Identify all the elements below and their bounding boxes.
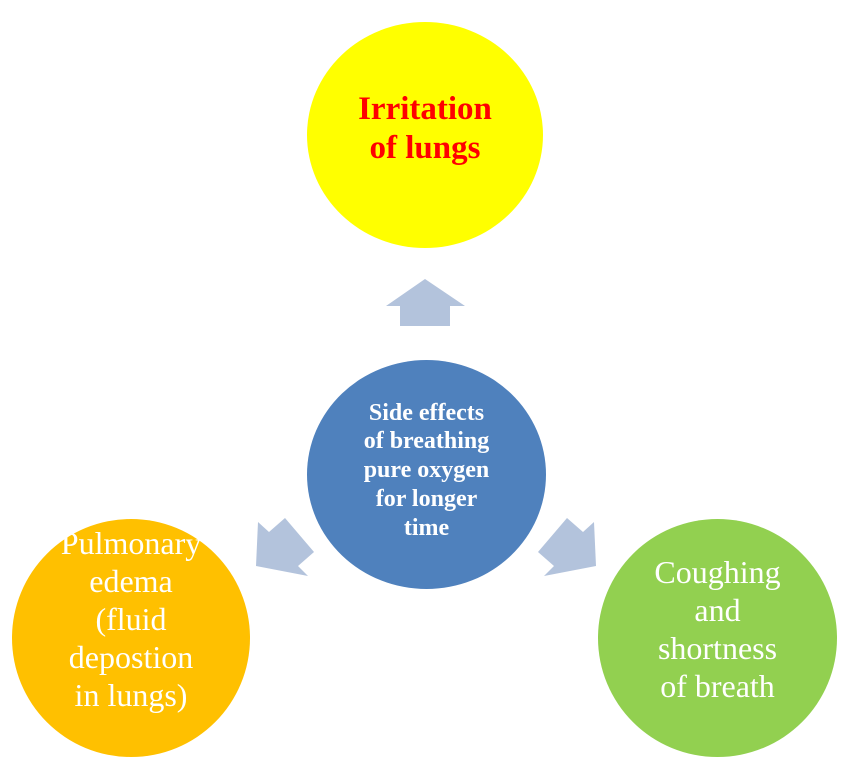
node-left-label: Pulmonary edema (fluid depostion in lung… <box>60 524 202 714</box>
node-coughing: Coughing and shortness of breath <box>598 519 837 757</box>
arrow-to-top <box>386 279 465 326</box>
node-side-effects-center: Side effects of breathing pure oxygen fo… <box>307 360 546 589</box>
node-right-label: Coughing and shortness of breath <box>654 553 781 705</box>
arrow-to-right <box>538 518 596 576</box>
node-pulmonary-edema: Pulmonary edema (fluid depostion in lung… <box>12 519 250 757</box>
node-top-label: Irritation of lungs <box>358 91 492 166</box>
node-center-label: Side effects of breathing pure oxygen fo… <box>363 399 490 541</box>
node-irritation-of-lungs: Irritation of lungs <box>307 22 543 248</box>
arrow-to-left <box>256 518 314 576</box>
